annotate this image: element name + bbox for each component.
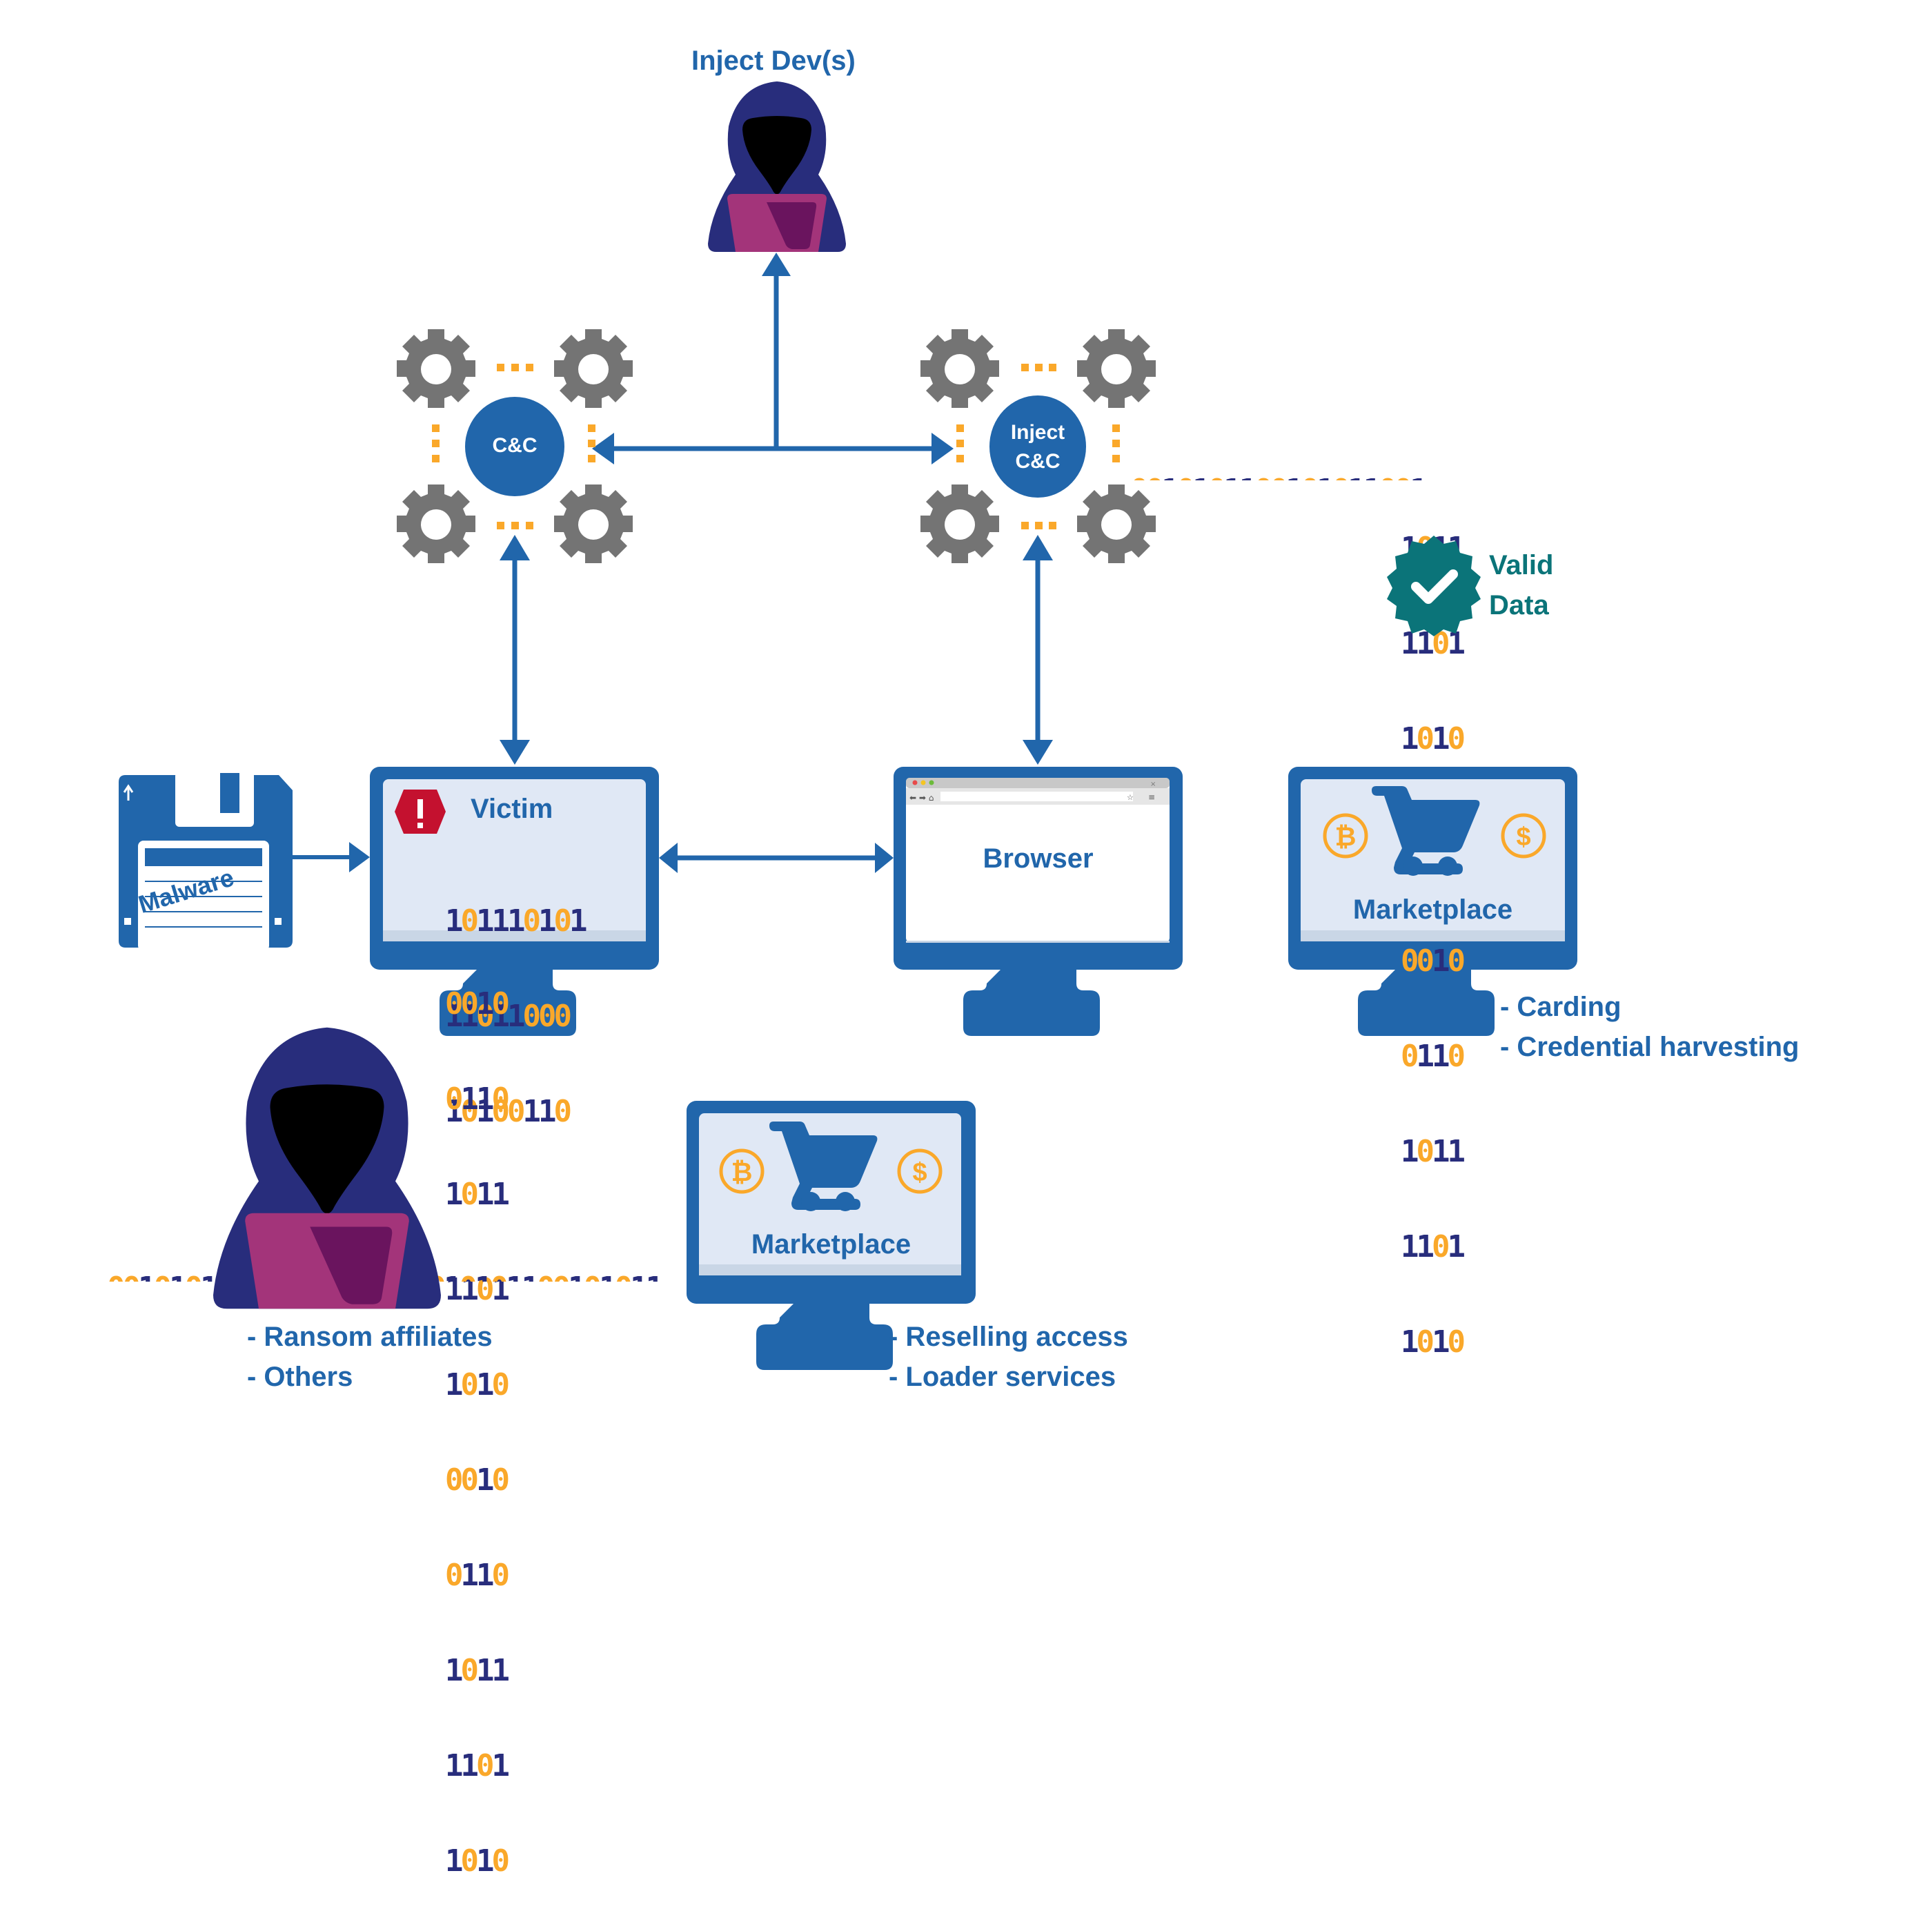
binary-row: 0010 (445, 1462, 510, 1498)
cc-node (465, 397, 564, 496)
browser-label: Browser (983, 843, 1094, 874)
inject-dev-title: Inject Dev(s) (691, 46, 856, 76)
arrow-victim-to-browser (659, 843, 894, 873)
arrow-malware-to-victim (293, 842, 370, 872)
gear-icon (397, 484, 475, 563)
binary-row: 1101 (1401, 1229, 1466, 1264)
list-item: - Reselling access (889, 1322, 1128, 1352)
inject-cc-label-line1: Inject (1010, 421, 1065, 444)
arrow-cc-to-inject-cc (592, 433, 954, 464)
binary-row: 1010 (1401, 721, 1466, 756)
list-item: - Others (247, 1362, 353, 1392)
marketplace-right-list: - Carding - Credential harvesting (1500, 987, 1799, 1067)
inject-dev-hacker-icon (708, 81, 846, 252)
marketplace-right-label: Marketplace (1352, 894, 1513, 925)
binary-row: 0110 (445, 1558, 510, 1593)
binary-stream-victim-vertical: 0010 0110 1011 1101 1010 0010 0110 1011 … (445, 925, 511, 1909)
marketplace-bottom-list: - Reselling access - Loader services (889, 1317, 1128, 1397)
arrow-inject-cc-to-browser (1023, 535, 1053, 765)
marketplace-bottom-monitor (687, 1101, 976, 1370)
arrow-to-inject-dev (762, 253, 791, 449)
inject-cc-gear-cluster (920, 329, 1156, 563)
binary-row: 1101 (445, 1748, 510, 1783)
binary-row: 0010101100101011 (413, 1273, 687, 1282)
malware-floppy-disk-icon (119, 772, 293, 951)
close-icon: × (1150, 781, 1156, 788)
list-item: - Credential harvesting (1500, 1032, 1800, 1062)
marketplace-right-monitor (1288, 767, 1577, 1036)
victim-monitor (370, 767, 659, 1036)
binary-row: 101110101 (445, 903, 587, 939)
inject-cc-label-line2: C&C (1015, 450, 1061, 473)
star-icon: ☆ (1127, 793, 1134, 802)
gear-icon (397, 329, 475, 408)
list-item: - Loader services (889, 1362, 1116, 1392)
list-item: - Ransom affiliates (247, 1322, 493, 1352)
menu-icon: ≡ (1148, 792, 1155, 802)
binary-row: 10100110 (445, 1094, 572, 1129)
binary-row: 1010 (1401, 1324, 1466, 1360)
binary-row: 0110 (445, 1081, 510, 1117)
window-max-dot-icon (929, 780, 934, 785)
binary-row: 1101 (1401, 626, 1466, 661)
marketplace-bottom-label: Marketplace (751, 1229, 911, 1260)
binary-row: 11011000 (445, 999, 572, 1034)
binary-row: 1011 (445, 1177, 510, 1212)
gear-icon (1077, 329, 1156, 408)
binary-row: 1101 (445, 1272, 510, 1307)
browser-address-bar (940, 792, 1133, 801)
gear-icon (554, 484, 633, 563)
binary-row: 0010101100101011001 (1130, 475, 1467, 481)
window-close-dot-icon (912, 780, 918, 785)
browser-nav-icons: ⬅ ➡ ⌂ (909, 793, 934, 803)
cc-label: C&C (492, 434, 538, 457)
browser-monitor: ⬅ ➡ ⌂ ☆ ≡ × (894, 767, 1183, 1036)
valid-data-line2: Data (1489, 590, 1549, 620)
victim-binary-block: 101110101 11011000 10100110 (445, 842, 587, 1159)
binary-row: 0010101 (107, 1273, 245, 1282)
affiliates-list: - Ransom affiliates - Others (247, 1317, 493, 1397)
diagram-canvas: ₿ $ (119, 81, 1577, 1370)
window-min-dot-icon (920, 780, 926, 785)
binary-row: 1011 (445, 1653, 510, 1688)
binary-row: 1010 (445, 1843, 510, 1879)
binary-row: 1011 (1401, 531, 1466, 566)
victim-label: Victim (471, 794, 553, 824)
list-item: - Carding (1500, 992, 1621, 1022)
inject-cc-label: Inject C&C (989, 418, 1086, 476)
binary-row: 0010 (1401, 943, 1466, 979)
binary-row: 0110 (1401, 1039, 1466, 1074)
gear-icon (554, 329, 633, 408)
valid-data-line1: Valid (1489, 550, 1554, 580)
gear-icon (920, 484, 999, 563)
binary-stream-bottom-mid: 0010101100101011 0110101001101010 (413, 1209, 687, 1282)
binary-row: 1011 (1401, 1134, 1466, 1169)
valid-data-label: Valid Data (1489, 545, 1553, 625)
gear-icon (1077, 484, 1156, 563)
binary-stream-right-vertical: 1011 1101 1010 0010 0110 1011 1101 1010 (1401, 469, 1467, 1390)
gear-icon (920, 329, 999, 408)
binary-stream-top-right: 0010101100101011001 0110101001101010011 (1130, 411, 1467, 481)
binary-row: 0010 (445, 986, 510, 1021)
arrow-cc-to-victim (500, 535, 530, 765)
inject-cc-node (989, 395, 1086, 498)
cc-gear-cluster (397, 329, 633, 563)
